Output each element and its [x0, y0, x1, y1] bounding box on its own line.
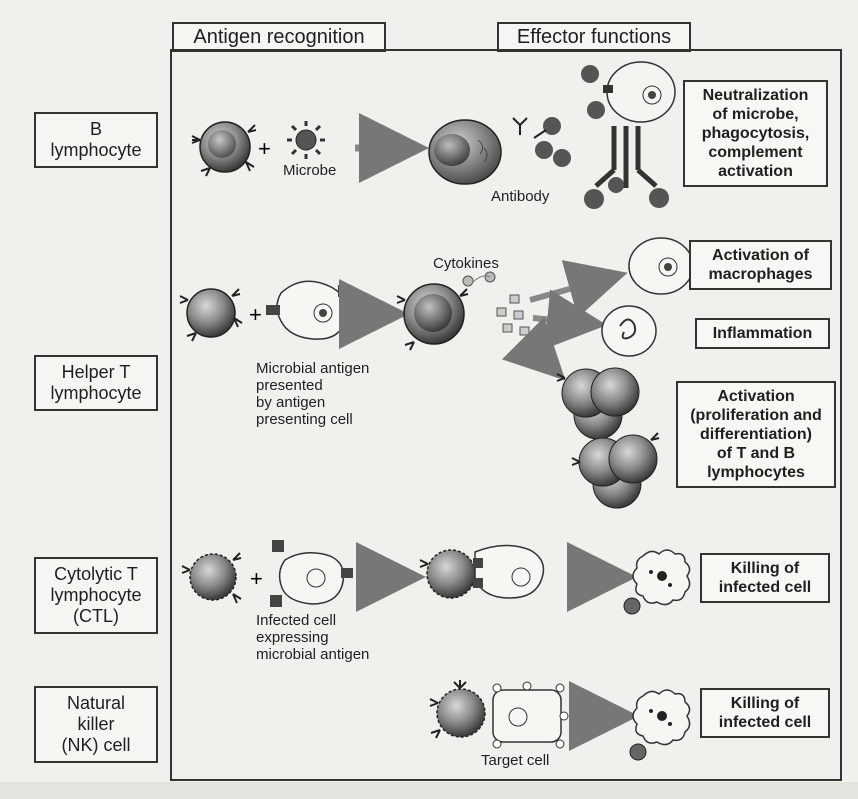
plus-sign: + [249, 302, 262, 327]
effect-line: phagocytosis, [688, 124, 823, 143]
effect-line: of T and B [681, 444, 831, 463]
antibody-icon [513, 117, 571, 167]
caption-line: presenting cell [256, 411, 406, 428]
complement-icon [584, 126, 669, 209]
effect-neutralization: Neutralization of microbe, phagocytosis,… [683, 80, 828, 187]
activated-t-cell-icon [397, 284, 468, 350]
nk-cell-icon [430, 680, 485, 738]
caption-cytokines: Cytokines [433, 255, 499, 272]
caption-target-cell: Target cell [481, 752, 549, 769]
effect-line: (proliferation and [681, 406, 831, 425]
inflammation-cell-icon [602, 306, 656, 356]
effect-line: Neutralization [688, 86, 823, 105]
macrophage-icon [629, 238, 693, 294]
caption-antigen-presenting-cell: Microbial antigen presented by antigen p… [256, 360, 406, 428]
arrow-to-activation-icon [527, 342, 557, 372]
arrow-to-inflammation-icon [533, 318, 595, 324]
effect-line: of microbe, [688, 105, 823, 124]
effect-inflammation: Inflammation [695, 318, 830, 349]
effect-line: Killing of [705, 559, 825, 578]
proliferating-lymphocytes-icon [557, 368, 659, 508]
effect-line: macrophages [694, 265, 827, 284]
caption-line: by antigen [256, 394, 406, 411]
effect-line: Inflammation [700, 324, 825, 343]
infected-cell-icon [270, 540, 353, 607]
phagocyte-icon [581, 62, 675, 122]
effect-line: complement [688, 143, 823, 162]
plus-sign: + [258, 136, 271, 161]
caption-line: presented [256, 377, 406, 394]
caption-antibody: Antibody [491, 188, 549, 205]
b-lymphocyte-icon [192, 122, 256, 176]
effect-line: Activation of [694, 246, 827, 265]
effect-activation-of-macrophages: Activation of macrophages [689, 240, 832, 290]
effect-killing-of-infected-cell-nk: Killing of infected cell [700, 688, 830, 738]
effect-line: infected cell [705, 578, 825, 597]
effect-killing-of-infected-cell-ctl: Killing of infected cell [700, 553, 830, 603]
caption-line: Microbial antigen [256, 360, 406, 377]
cytokines-icon [463, 272, 529, 335]
plasma-cell-icon [429, 120, 501, 184]
caption-microbe: Microbe [283, 162, 336, 179]
microbe-icon [287, 121, 325, 159]
caption-line: microbial antigen [256, 646, 416, 663]
effect-line: lymphocytes [681, 463, 831, 482]
ctl-cell-icon [182, 553, 241, 603]
target-cell-icon [493, 682, 568, 748]
plus-sign: + [250, 566, 263, 591]
antigen-presenting-cell-icon [266, 281, 353, 339]
ctl-conjugate-icon [420, 545, 544, 598]
caption-line: Infected cell [256, 612, 416, 629]
effect-line: Activation [681, 387, 831, 406]
effect-line: activation [688, 162, 823, 181]
helper-t-cell-icon [180, 289, 242, 341]
effect-line: infected cell [705, 713, 825, 732]
caption-line: expressing [256, 629, 416, 646]
killed-cell-icon [630, 690, 690, 760]
arrow-to-macrophage-icon [530, 276, 616, 300]
caption-infected-cell: Infected cell expressing microbial antig… [256, 612, 416, 663]
effect-line: differentiation) [681, 425, 831, 444]
killed-cell-icon [624, 550, 690, 614]
effect-line: Killing of [705, 694, 825, 713]
effect-activation-of-lymphocytes: Activation (proliferation and differenti… [676, 381, 836, 488]
